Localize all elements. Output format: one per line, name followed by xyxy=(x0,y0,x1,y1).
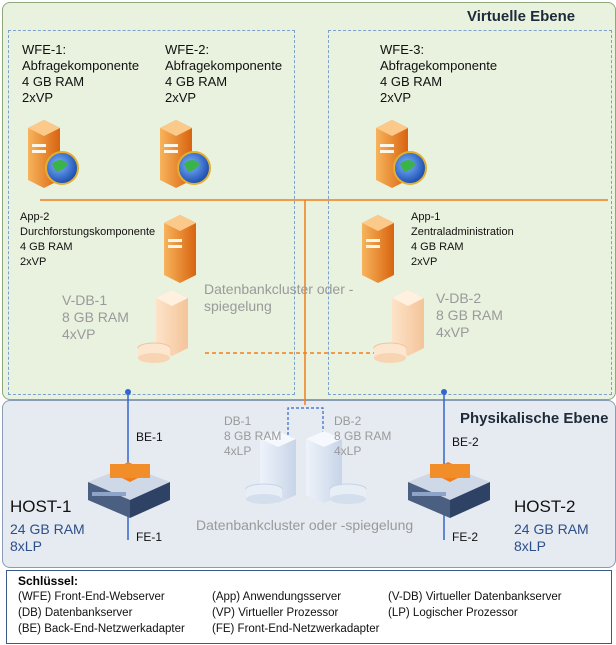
web-server-icon xyxy=(28,120,79,188)
physical-cluster-label: Datenbankcluster oder -spiegelung xyxy=(196,517,414,533)
wfe2-name: WFE-2: xyxy=(165,42,210,57)
wfe3-role: Abfragekomponente xyxy=(380,58,498,73)
key-item-vp: (VP) Virtueller Prozessor xyxy=(212,607,339,619)
virtual-db-server-icon xyxy=(137,290,188,363)
virtual-db-server-icon xyxy=(373,290,424,363)
wfe2-vp: 2xVP xyxy=(165,90,197,105)
db1-name: DB-1 xyxy=(224,414,252,428)
db1-lp: 4xLP xyxy=(224,444,252,458)
host2-lp: 8xLP xyxy=(514,538,546,554)
host2-server-icon xyxy=(408,462,490,518)
key-item-db: (DB) Datenbankserver xyxy=(18,607,133,619)
host2-virtual-group xyxy=(328,30,612,395)
app2-vp: 2xVP xyxy=(20,256,47,268)
app2-role: Durchforstungskomponente xyxy=(20,226,156,238)
virtual-cluster-label-2: spiegelung xyxy=(204,298,272,314)
host1-virtual-group xyxy=(8,30,295,395)
host1-fe-label: FE-1 xyxy=(136,530,163,544)
host2-name: HOST-2 xyxy=(514,497,576,516)
virtual-cluster-label-1: Datenbankcluster oder - xyxy=(204,281,354,297)
wfe2-ram: 4 GB RAM xyxy=(165,74,228,89)
app1-vp: 2xVP xyxy=(411,256,438,268)
vdb1-name: V-DB-1 xyxy=(62,292,108,308)
db2-ram: 8 GB RAM xyxy=(334,429,392,443)
wfe1-role: Abfragekomponente xyxy=(22,58,140,73)
app-server-icon xyxy=(362,215,394,283)
virtual-layer-area xyxy=(2,2,616,400)
host1-lp: 8xLP xyxy=(10,538,42,554)
app1-role: Zentraladministration xyxy=(411,226,514,238)
web-server-icon xyxy=(376,120,427,188)
app2-ram: 4 GB RAM xyxy=(20,241,73,253)
key-item-vdb: (V-DB) Virtueller Datenbankserver xyxy=(388,591,562,603)
physical-db-servers-icon xyxy=(245,431,367,504)
physical-layer-title: Physikalische Ebene xyxy=(460,410,609,427)
key-item-lp: (LP) Logischer Prozessor xyxy=(388,607,518,619)
host2-be-label: BE-2 xyxy=(452,435,479,449)
wfe1-name: WFE-1: xyxy=(22,42,67,57)
app1-ram: 4 GB RAM xyxy=(411,241,464,253)
vdb2-name: V-DB-2 xyxy=(436,290,482,306)
key-item-app: (App) Anwendungsserver xyxy=(212,591,342,603)
db2-name: DB-2 xyxy=(334,414,362,428)
app1-name: App-1 xyxy=(411,211,441,223)
wfe1-vp: 2xVP xyxy=(22,90,54,105)
host1-ram: 24 GB RAM xyxy=(10,521,85,537)
key-title: Schlüssel: xyxy=(18,574,79,588)
key-item-be: (BE) Back-End-Netzwerkadapter xyxy=(18,623,185,635)
vdb2-ram: 8 GB RAM xyxy=(436,307,503,323)
db1-ram: 8 GB RAM xyxy=(224,429,282,443)
wfe3-vp: 2xVP xyxy=(380,90,412,105)
key-item-fe: (FE) Front-End-Netzwerkadapter xyxy=(212,623,380,635)
wfe3-ram: 4 GB RAM xyxy=(380,74,443,89)
vdb1-ram: 8 GB RAM xyxy=(62,309,129,325)
virtual-layer-title: Virtuelle Ebene xyxy=(467,8,576,25)
vdb1-vp: 4xVP xyxy=(62,326,96,342)
host1-name: HOST-1 xyxy=(10,497,72,516)
key-item-wfe: (WFE) Front-End-Webserver xyxy=(18,591,165,603)
wfe1-ram: 4 GB RAM xyxy=(22,74,85,89)
wfe3-name: WFE-3: xyxy=(380,42,425,57)
wfe2-role: Abfragekomponente xyxy=(165,58,283,73)
app-server-icon xyxy=(164,215,196,283)
db2-lp: 4xLP xyxy=(334,444,362,458)
app2-name: App-2 xyxy=(20,211,50,223)
host2-fe-label: FE-2 xyxy=(452,530,479,544)
host2-ram: 24 GB RAM xyxy=(514,521,589,537)
host1-be-label: BE-1 xyxy=(136,430,163,444)
web-server-icon xyxy=(160,120,211,188)
key-box xyxy=(6,570,612,644)
host1-server-icon xyxy=(88,462,170,518)
vdb2-vp: 4xVP xyxy=(436,324,470,340)
